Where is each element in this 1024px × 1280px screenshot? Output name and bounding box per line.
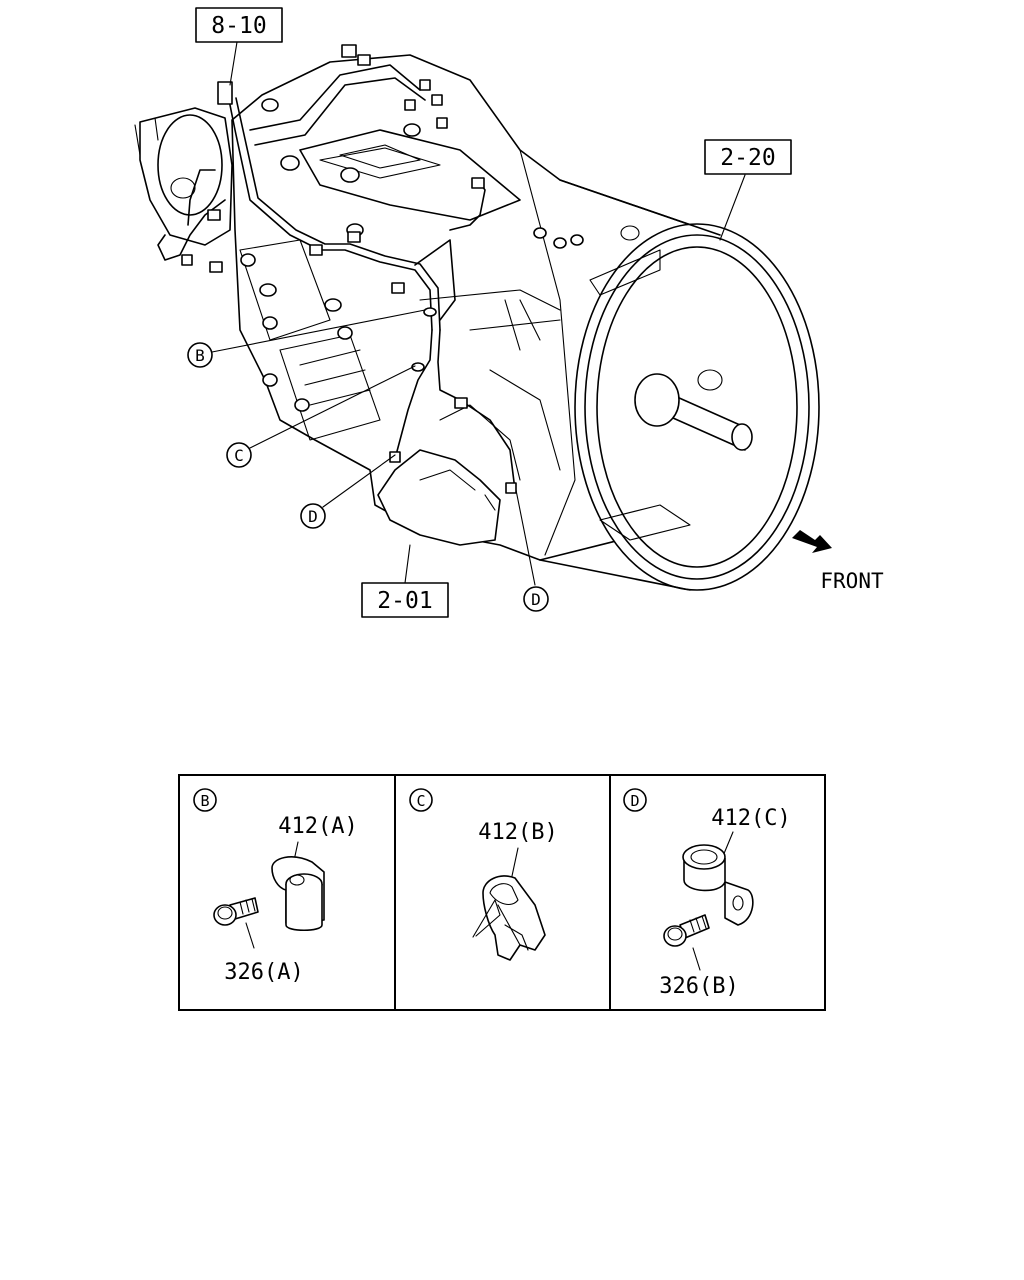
callout-8-10-label: 8-10 bbox=[211, 13, 266, 39]
clip-412b-icon bbox=[472, 875, 546, 961]
front-label: FRONT bbox=[820, 569, 884, 593]
panel-d-part-412c: 412(C) bbox=[711, 806, 790, 831]
detail-panel-b: B 412(A) 326(A) bbox=[193, 788, 358, 985]
panel-b-marker: B bbox=[200, 792, 209, 810]
panel-c-part-412b: 412(B) bbox=[478, 820, 557, 845]
front-arrow-icon bbox=[792, 530, 832, 553]
marker-d-right: D bbox=[523, 586, 549, 612]
panel-b-part-412a: 412(A) bbox=[278, 814, 357, 839]
clamp-412c-icon bbox=[682, 844, 754, 926]
clip-412a-icon bbox=[271, 856, 325, 932]
transmission-illustration bbox=[134, 44, 820, 591]
bolt-326a-icon bbox=[213, 897, 259, 926]
panel-c-marker: C bbox=[416, 792, 425, 810]
callout-8-10: 8-10 bbox=[195, 7, 283, 43]
bolt-326b-icon bbox=[663, 914, 710, 947]
panel-b-part-326a: 326(A) bbox=[224, 960, 303, 985]
detail-panel-d: D 412(C) 326(B) bbox=[623, 788, 791, 999]
callout-2-01: 2-01 bbox=[361, 582, 449, 618]
callout-2-01-label: 2-01 bbox=[377, 588, 432, 614]
leader-lines bbox=[211, 41, 746, 586]
callout-2-20: 2-20 bbox=[704, 139, 792, 175]
callout-2-20-label: 2-20 bbox=[720, 145, 775, 171]
detail-table bbox=[178, 774, 826, 1011]
marker-d-right-label: D bbox=[531, 590, 541, 609]
marker-c: C bbox=[226, 442, 252, 468]
panel-d-marker: D bbox=[630, 792, 639, 810]
marker-b: B bbox=[187, 342, 213, 368]
marker-d-left: D bbox=[300, 503, 326, 529]
detail-panel-c: C 412(B) bbox=[409, 788, 558, 961]
front-indicator: FRONT bbox=[792, 530, 884, 593]
marker-d-left-label: D bbox=[308, 507, 318, 526]
marker-b-label: B bbox=[195, 346, 205, 365]
panel-d-part-326b: 326(B) bbox=[659, 974, 738, 999]
marker-c-label: C bbox=[234, 446, 244, 465]
